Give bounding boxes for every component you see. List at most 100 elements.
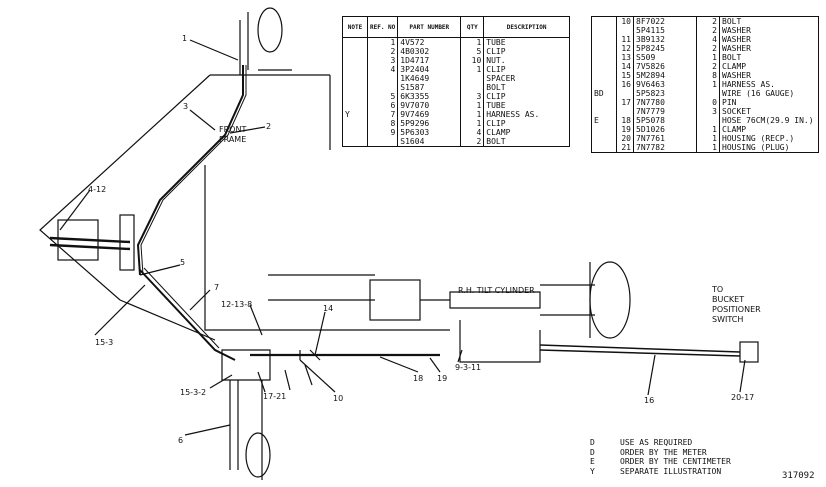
cell-qty: 1 bbox=[696, 53, 720, 62]
legend-code: D bbox=[590, 438, 595, 447]
cell-qty bbox=[696, 116, 720, 125]
legend-code: D bbox=[590, 447, 595, 457]
cell-qty: 2 bbox=[696, 26, 720, 35]
cell-qty bbox=[460, 74, 485, 83]
cell-note bbox=[342, 119, 368, 128]
cell-note bbox=[591, 143, 617, 153]
cell-part: 9V6463 bbox=[633, 80, 697, 89]
cell-note bbox=[591, 26, 617, 35]
cell-qty: 2 bbox=[696, 44, 720, 53]
callout-label: 9-3-11 bbox=[455, 363, 482, 372]
cell-qty: 3 bbox=[696, 107, 720, 116]
cell-part: S1604 bbox=[397, 137, 462, 147]
cell-note bbox=[342, 101, 368, 110]
cell-qty: 4 bbox=[696, 35, 720, 44]
cell-ref: 21 bbox=[616, 143, 634, 153]
callout-label: 17-21 bbox=[263, 392, 287, 401]
cell-note bbox=[342, 47, 368, 56]
header-part: PART NUMBER bbox=[397, 16, 462, 38]
cell-qty: 2 bbox=[696, 62, 720, 71]
legend-text: SEPARATE ILLUSTRATION bbox=[620, 466, 722, 476]
cell-note bbox=[342, 92, 368, 101]
cell-ref: 17 bbox=[616, 98, 634, 107]
cell-note bbox=[591, 62, 617, 71]
legend-item: E ORDER BY THE CENTIMETER bbox=[590, 457, 731, 467]
front-frame-label: FRONT FRAME bbox=[219, 125, 247, 144]
callout-label: 10 bbox=[333, 394, 344, 403]
callout-label: 5 bbox=[180, 258, 186, 267]
cell-part: 5P9296 bbox=[397, 119, 462, 128]
illustration-number: 317092 bbox=[782, 471, 815, 481]
cell-part: 9V7070 bbox=[397, 101, 462, 110]
cell-qty: 1 bbox=[460, 65, 485, 74]
legend-code: E bbox=[590, 457, 595, 466]
cell-desc: CLIP bbox=[483, 92, 570, 101]
cell-note bbox=[591, 35, 617, 44]
cell-desc: WASHER bbox=[719, 35, 819, 44]
header-note: NOTE bbox=[342, 16, 368, 38]
cell-note bbox=[591, 134, 617, 143]
callout-label: 3 bbox=[183, 102, 189, 111]
callout-label: 16 bbox=[644, 396, 655, 405]
cell-desc: WASHER bbox=[719, 71, 819, 80]
cell-desc: WASHER bbox=[719, 44, 819, 53]
cell-note bbox=[591, 71, 617, 80]
callout-label: 19 bbox=[437, 374, 448, 383]
cell-note bbox=[342, 65, 368, 74]
cell-note bbox=[342, 137, 368, 147]
cell-desc: PIN bbox=[719, 98, 819, 107]
cell-note bbox=[342, 37, 368, 47]
cell-desc: CLAMP bbox=[719, 62, 819, 71]
cell-part: S1587 bbox=[397, 83, 462, 92]
cell-ref: 11 bbox=[616, 35, 634, 44]
header-desc: DESCRIPTION bbox=[483, 16, 570, 38]
cell-part: 1K4649 bbox=[397, 74, 462, 83]
cell-desc: HOSE 76CM(29.9 IN.) bbox=[719, 116, 819, 125]
callout-label: 15-3 bbox=[95, 338, 114, 347]
cell-desc: CLIP bbox=[483, 65, 570, 74]
callout-label: 6 bbox=[178, 436, 184, 445]
cell-part: 3P2404 bbox=[397, 65, 462, 74]
cell-part: 1D4717 bbox=[397, 56, 462, 65]
cell-note bbox=[591, 53, 617, 62]
legend-text: ORDER BY THE CENTIMETER bbox=[620, 457, 731, 466]
legend-text: USE AS REQUIRED bbox=[620, 438, 693, 447]
cell-part: 7N7782 bbox=[633, 143, 697, 153]
cell-desc: BOLT bbox=[719, 16, 819, 26]
cell-qty: 1 bbox=[460, 101, 485, 110]
cell-desc: HOUSING (PLUG) bbox=[719, 143, 819, 153]
cell-note: E bbox=[591, 116, 617, 125]
cell-part: 5P5823 bbox=[633, 89, 697, 98]
cell-qty: 1 bbox=[460, 119, 485, 128]
cell-part: 6K3355 bbox=[397, 92, 462, 101]
header-ref: REF. NO bbox=[366, 16, 399, 38]
cell-note bbox=[342, 74, 368, 83]
cell-desc: BOLT bbox=[719, 53, 819, 62]
legend-item: D USE AS REQUIRED bbox=[590, 438, 731, 448]
cell-qty: 1 bbox=[696, 143, 720, 153]
cell-part: 5P4115 bbox=[633, 26, 697, 35]
cell-part: 4V572 bbox=[397, 37, 462, 47]
cell-ref: 6 bbox=[366, 101, 399, 110]
cell-note bbox=[342, 83, 368, 92]
cell-desc: NUT. bbox=[483, 56, 570, 65]
cell-note bbox=[591, 44, 617, 53]
cell-note bbox=[591, 125, 617, 134]
cell-note bbox=[591, 98, 617, 107]
cell-note bbox=[591, 107, 617, 116]
